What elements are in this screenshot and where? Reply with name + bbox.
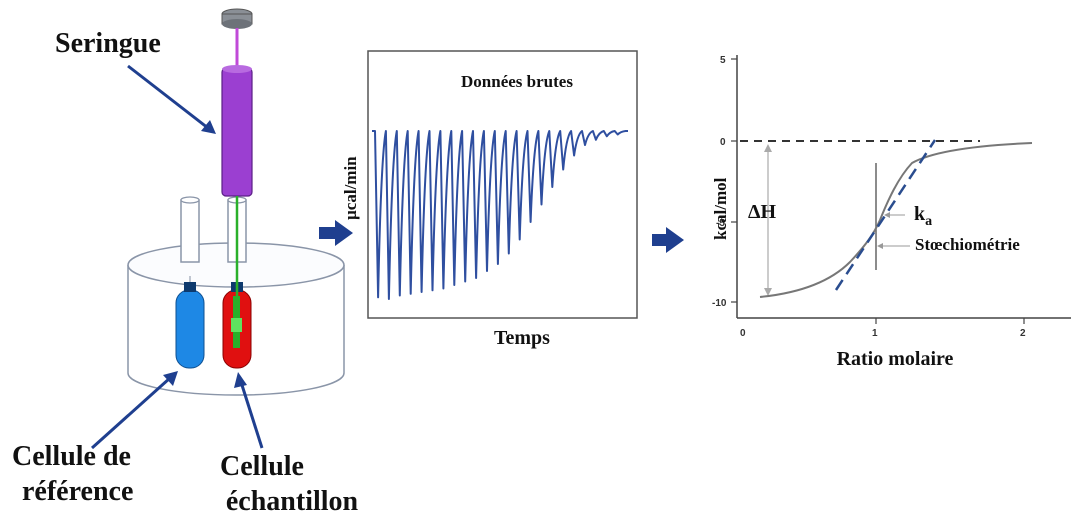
flow-arrow-1 [319, 220, 353, 246]
tangent-dashed [834, 139, 937, 291]
reference-cell-label-line1: Cellule de [12, 441, 131, 472]
y-tick-neg10: -10 [712, 298, 727, 309]
y-tick-5: 5 [720, 55, 726, 66]
raw-data-title: Données brutes [461, 72, 573, 91]
itc-apparatus: Seringue Cellule de référence Cellule éc… [12, 8, 359, 517]
ka-subscript: a [925, 214, 932, 229]
syringe [221, 8, 253, 300]
raw-data-ylabel: µcal/min [341, 156, 360, 220]
sample-cell-label-line1: Cellule [220, 451, 304, 482]
syringe-pointer-arrow [127, 64, 209, 130]
delta-h-label: ΔH [748, 201, 777, 223]
reference-cell-label-line2: référence [22, 476, 133, 507]
y-tick-neg5: -5 [716, 218, 725, 229]
isotherm-curve [759, 142, 1033, 298]
isotherm-ylabel-group: kcal/mol [711, 177, 730, 240]
isotherm-panel: 5 0 -5 -10 0 1 2 kcal/mol Ratio molaire … [711, 55, 1071, 370]
x-tick-0: 0 [740, 328, 746, 339]
raw-data-frame [367, 50, 638, 319]
reference-cell [175, 289, 205, 369]
isotherm-xlabel: Ratio molaire [837, 348, 954, 370]
raw-data-xlabel: Temps [494, 327, 550, 349]
sample-cell-label-line2: échantillon [226, 486, 359, 517]
x-tick-2: 2 [1020, 328, 1026, 339]
raw-data-ylabel-group: µcal/min [341, 156, 360, 220]
flow-arrow-2 [652, 227, 684, 253]
stoichiometry-label: Stœchiométrie [915, 235, 1020, 254]
syringe-label: Seringue [55, 28, 161, 59]
y-tick-0: 0 [720, 137, 726, 148]
reference-pointer-arrow [90, 376, 172, 450]
sample-pointer-arrow [239, 381, 264, 449]
x-tick-1: 1 [872, 328, 878, 339]
ka-label: ka [914, 203, 932, 229]
raw-data-trace [372, 130, 628, 300]
isotherm-ylabel: kcal/mol [711, 177, 730, 240]
raw-data-panel: Données brutes µcal/min Temps [341, 50, 638, 349]
vessel-body [127, 265, 345, 396]
reference-tube [180, 199, 200, 263]
